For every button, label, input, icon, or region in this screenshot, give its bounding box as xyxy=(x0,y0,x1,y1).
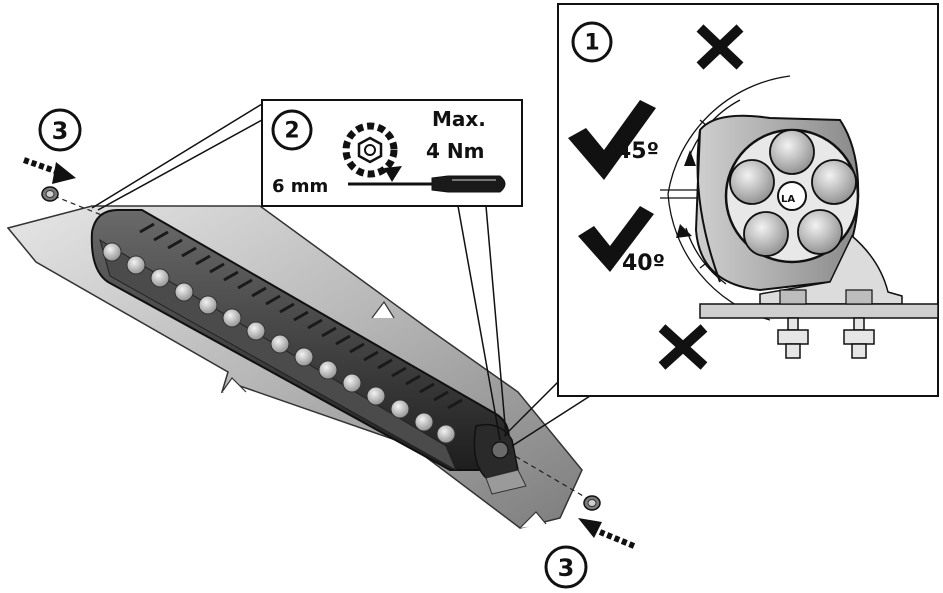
cross-icon xyxy=(696,24,744,70)
heat-sink-fins xyxy=(139,222,463,410)
svg-text:45º: 45º xyxy=(616,139,659,164)
hex-nut-icon xyxy=(357,136,383,164)
svg-text:3: 3 xyxy=(52,117,69,145)
lamp-logo: LA xyxy=(781,194,795,205)
svg-text:Max.: Max. xyxy=(432,107,486,131)
light-bar xyxy=(90,209,527,495)
svg-text:2: 2 xyxy=(284,119,299,144)
end-bracket-right xyxy=(473,423,527,495)
svg-text:3: 3 xyxy=(558,554,575,582)
bolt-nuts xyxy=(777,317,875,359)
mounting-bracket xyxy=(699,234,939,319)
check-icon xyxy=(568,100,656,180)
step-3-badge-bottom: 3 xyxy=(544,545,588,589)
angle-callout: 1 45º 40º xyxy=(503,3,939,447)
lens-cluster xyxy=(729,129,857,257)
svg-text:40º: 40º xyxy=(622,251,665,276)
screwdriver-icon xyxy=(348,175,506,193)
svg-text:1: 1 xyxy=(584,31,599,56)
arrow-icon xyxy=(578,518,636,549)
svg-text:6 mm: 6 mm xyxy=(272,176,328,197)
cross-icon xyxy=(658,324,708,370)
alignment-lines xyxy=(53,195,591,501)
lens-row xyxy=(102,242,456,444)
check-icon xyxy=(578,206,654,272)
svg-text:4 Nm: 4 Nm xyxy=(426,139,484,163)
bolt-head-right xyxy=(583,495,601,511)
lamp-side-view: LA xyxy=(694,114,860,292)
step-3-badge-top: 3 xyxy=(38,108,82,152)
bolt-head-left xyxy=(41,186,59,202)
rotate-icon xyxy=(342,122,402,182)
torque-callout: 2 Max. 4 Nm 6 mm xyxy=(91,99,523,441)
arrow-icon xyxy=(23,157,76,184)
